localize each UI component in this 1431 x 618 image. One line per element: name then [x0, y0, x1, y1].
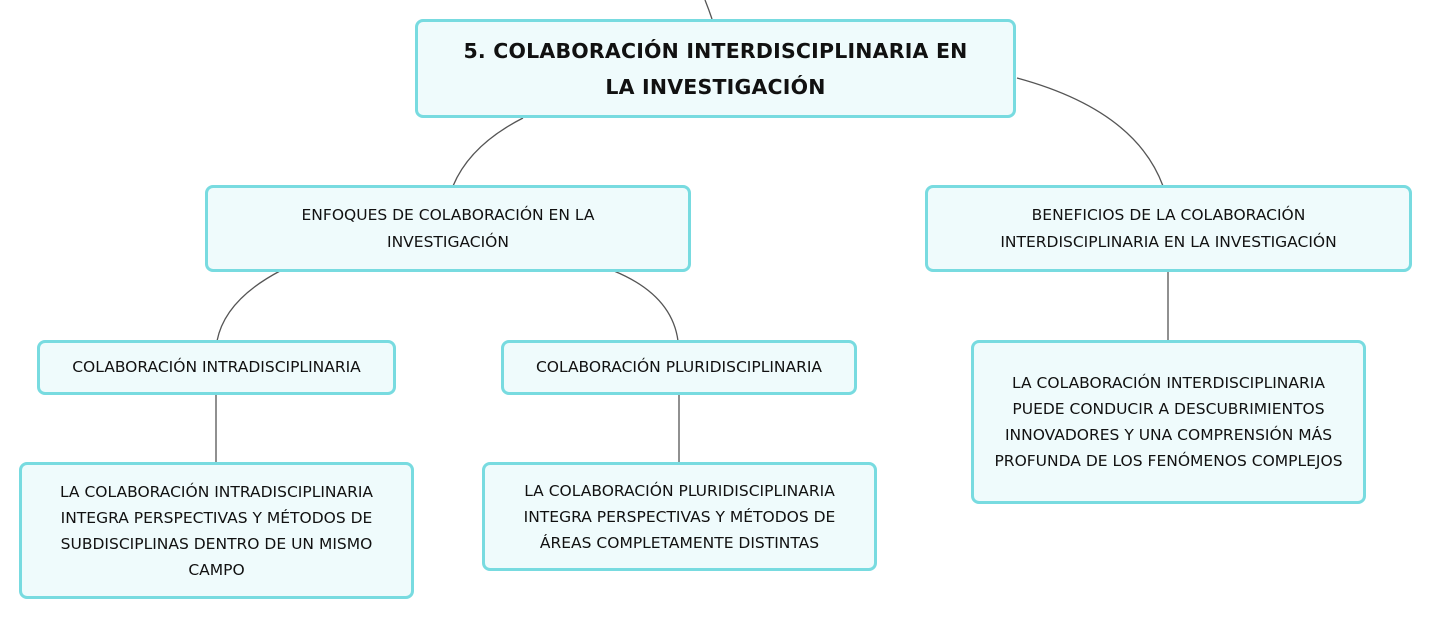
pluridisciplinary-topic-label: COLABORACIÓN PLURIDISCIPLINARIA: [535, 358, 823, 376]
root-topic-node[interactable]: 5. COLABORACIÓN INTERDISCIPLINARIA EN LA…: [415, 19, 1016, 118]
connector-approaches-to-pluri: [613, 270, 679, 342]
root-topic-label: 5. COLABORACIÓN INTERDISCIPLINARIA EN LA…: [463, 38, 968, 99]
connector-root-to-benefits: [1016, 77, 1164, 187]
connector-root-to-approaches: [452, 117, 524, 187]
intradisciplinary-detail-text: LA COLABORACIÓN INTRADISCIPLINARIA INTEG…: [59, 482, 374, 579]
approaches-topic-node[interactable]: ENFOQUES DE COLABORACIÓN EN LA INVESTIGA…: [205, 185, 691, 272]
connector-approaches-to-intra: [216, 270, 281, 342]
benefits-detail-text: LA COLABORACIÓN INTERDISCIPLINARIA PUEDE…: [994, 374, 1343, 470]
benefits-detail-node[interactable]: LA COLABORACIÓN INTERDISCIPLINARIA PUEDE…: [971, 340, 1366, 504]
benefits-topic-node[interactable]: BENEFICIOS DE LA COLABORACIÓN INTERDISCI…: [925, 185, 1412, 272]
intradisciplinary-topic-label: COLABORACIÓN INTRADISCIPLINARIA: [72, 358, 361, 376]
pluridisciplinary-detail-text: LA COLABORACIÓN PLURIDISCIPLINARIA INTEG…: [523, 481, 836, 552]
connector-parent-to-root: [704, 0, 713, 20]
approaches-topic-label: ENFOQUES DE COLABORACIÓN EN LA INVESTIGA…: [301, 205, 595, 251]
intradisciplinary-detail-node[interactable]: LA COLABORACIÓN INTRADISCIPLINARIA INTEG…: [19, 462, 414, 599]
pluridisciplinary-detail-node[interactable]: LA COLABORACIÓN PLURIDISCIPLINARIA INTEG…: [482, 462, 877, 571]
intradisciplinary-topic-node[interactable]: COLABORACIÓN INTRADISCIPLINARIA: [37, 340, 396, 395]
pluridisciplinary-topic-node[interactable]: COLABORACIÓN PLURIDISCIPLINARIA: [501, 340, 857, 395]
benefits-topic-label: BENEFICIOS DE LA COLABORACIÓN INTERDISCI…: [1000, 205, 1337, 251]
